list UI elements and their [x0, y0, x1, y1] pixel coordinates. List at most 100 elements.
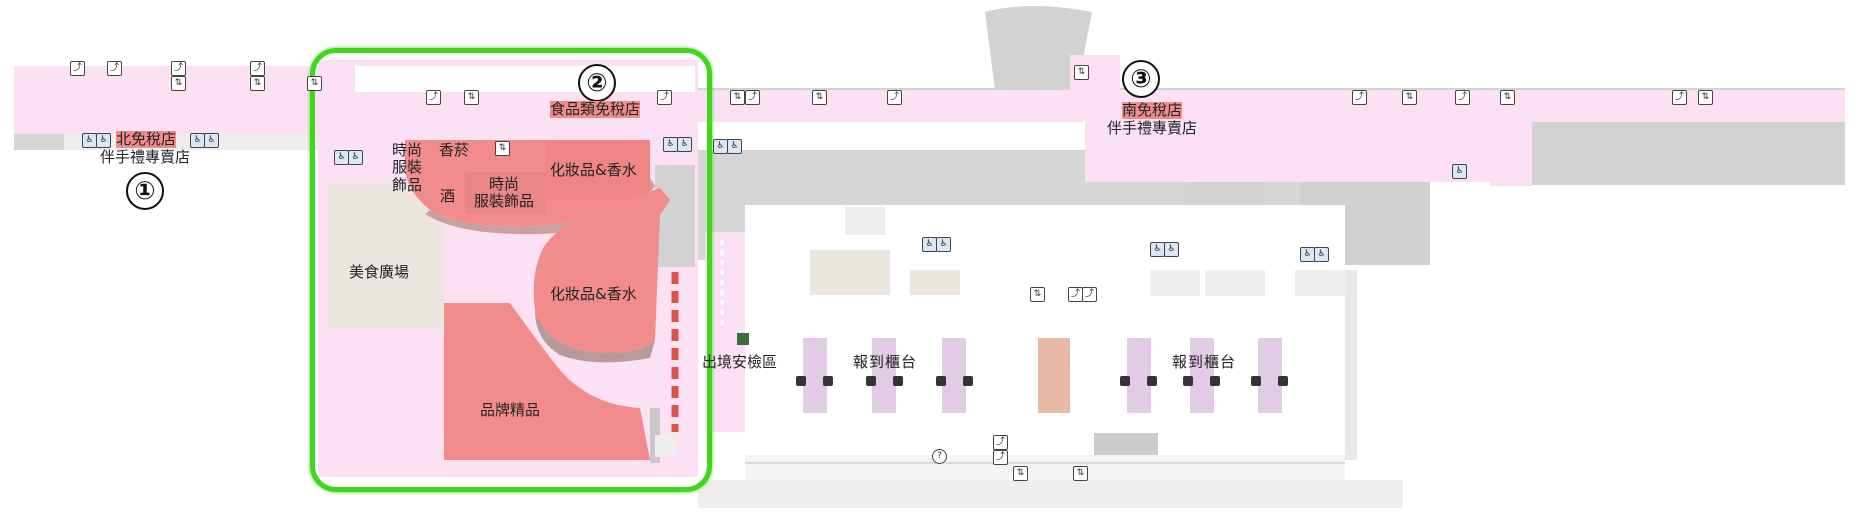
elevator-icon: ⇅	[1402, 90, 1417, 105]
checkin-desk	[803, 338, 827, 413]
counter-marker-icon	[823, 376, 833, 386]
brand-shop	[444, 303, 650, 460]
zone-badge-3: ③	[1122, 60, 1160, 98]
accessible-icon: ♿	[936, 237, 951, 252]
checkin-hall	[745, 205, 1345, 460]
counter-marker-icon	[1251, 376, 1261, 386]
hall-wall-6	[1295, 270, 1345, 296]
escalator-icon: ⤴	[250, 61, 265, 76]
south-corridor-right	[1490, 104, 1532, 186]
counter-marker-icon	[1278, 376, 1288, 386]
checkin-desk	[1127, 338, 1151, 413]
restroom-icon: ♿	[1452, 164, 1467, 179]
zone-badge-1: ①	[126, 172, 164, 210]
south-duty-free-label: 南免稅店	[1122, 101, 1183, 120]
hall-wall-1	[845, 207, 885, 235]
counter-marker-icon	[936, 376, 946, 386]
south-corridor-branch	[1070, 55, 1120, 105]
checkin-label-1: 報到櫃台	[853, 353, 918, 371]
hall-wall-3	[910, 270, 960, 295]
checkin-desk	[1258, 338, 1282, 413]
hall-wall-2	[810, 250, 890, 295]
counter-marker-icon	[866, 376, 876, 386]
restroom-icon: ♿	[1300, 247, 1315, 262]
escalator-icon: ⤴	[657, 90, 672, 105]
elevator-icon: ⇅	[1698, 90, 1713, 105]
elevator-icon: ⇅	[464, 90, 479, 105]
elevator-icon: ⇅	[495, 141, 510, 156]
accessible-icon: ♿	[677, 137, 692, 152]
elevator-icon: ⇅	[171, 76, 186, 91]
food-duty-free-label: 食品類免稅店	[550, 100, 641, 119]
restroom-icon: ♿	[82, 133, 97, 148]
brand-label: 品牌精品	[480, 401, 541, 419]
zone-badge-2: ②	[578, 64, 616, 102]
cosmetics-label-1: 化妝品&香水	[550, 161, 637, 179]
bottom-corridor	[698, 480, 1403, 508]
security-area-label: 出境安檢區	[702, 353, 778, 371]
accessible-icon: ♿	[96, 133, 111, 148]
checkin-desks	[803, 338, 1282, 413]
accessible-icon: ♿	[1164, 242, 1179, 257]
north-corridor-gray	[14, 134, 64, 150]
elevator-icon: ⇅	[812, 90, 827, 105]
hall-wall-4	[1150, 270, 1200, 296]
escalator-icon: ⤴	[1455, 90, 1470, 105]
south-souvenir-label: 伴手禮專賣店	[1107, 119, 1198, 137]
elevator-icon: ⇅	[1073, 466, 1088, 481]
counter-marker-icon	[1147, 376, 1157, 386]
restroom-icon: ♿	[713, 139, 728, 154]
checkin-desk	[872, 338, 896, 413]
escalator-icon: ⤴	[1068, 287, 1083, 302]
elevator-icon: ⇅	[1074, 65, 1089, 80]
escalator-icon: ⤴	[107, 61, 122, 76]
baggage-belt	[1038, 338, 1070, 413]
escalator-icon: ⤴	[171, 61, 186, 76]
escalator-icon: ⤴	[993, 450, 1008, 465]
elevator-icon: ⇅	[1030, 287, 1045, 302]
tobacco-shop	[430, 140, 482, 162]
north-duty-free-label: 北免稅店	[116, 130, 177, 149]
escalator-icon: ⤴	[1672, 90, 1687, 105]
bottom-walkway	[745, 455, 1345, 480]
escalator-icon: ⤴	[426, 90, 441, 105]
escalator-icon: ⤴	[1352, 90, 1367, 105]
counter-marker-icon	[893, 376, 903, 386]
accessible-icon: ♿	[1314, 247, 1329, 262]
accessible-icon: ♿	[204, 133, 219, 148]
security-gate-icon	[737, 333, 749, 345]
cosmetics-shop-2-shadow	[535, 310, 655, 363]
restroom-icon: ♿	[663, 137, 678, 152]
counter-marker-icon	[963, 376, 973, 386]
counter-marker-icon	[796, 376, 806, 386]
elevator-icon: ⇅	[730, 90, 745, 105]
checkin-label-2: 報到櫃台	[1172, 353, 1237, 371]
info-icon: ?	[932, 449, 947, 464]
counter-marker-icon	[1120, 376, 1130, 386]
escalator-icon: ⤴	[70, 61, 85, 76]
fashion-shop	[465, 172, 545, 214]
cosmetics-shop-2	[533, 188, 670, 353]
accessible-icon: ♿	[727, 139, 742, 154]
fashion-label: 時尚 服裝飾品	[474, 175, 535, 211]
zone-2-side-wall	[655, 165, 695, 267]
north-souvenir-label: 伴手禮專賣店	[100, 148, 191, 166]
tobacco-label: 香菸	[439, 141, 470, 159]
east-wall	[1345, 270, 1357, 460]
food-court-label: 美食廣場	[349, 263, 410, 281]
hall-wall-5	[1205, 270, 1265, 296]
checkin-desk	[1190, 338, 1214, 413]
restroom-icon: ♿	[334, 150, 349, 165]
fashion-small-label: 時尚 服裝 飾品	[392, 141, 423, 194]
wall-band-right	[1525, 120, 1845, 185]
elevator-icon: ⇅	[250, 76, 265, 91]
elevator-icon: ⇅	[307, 76, 322, 91]
zone-2-corner	[655, 435, 677, 457]
zone-2-top-white	[355, 66, 695, 92]
liquor-label: 酒	[440, 187, 456, 205]
accessible-icon: ♿	[348, 150, 363, 165]
cosmetics-shop-1	[545, 140, 650, 200]
elevator-icon: ⇅	[1500, 90, 1515, 105]
checkin-desk	[942, 338, 966, 413]
